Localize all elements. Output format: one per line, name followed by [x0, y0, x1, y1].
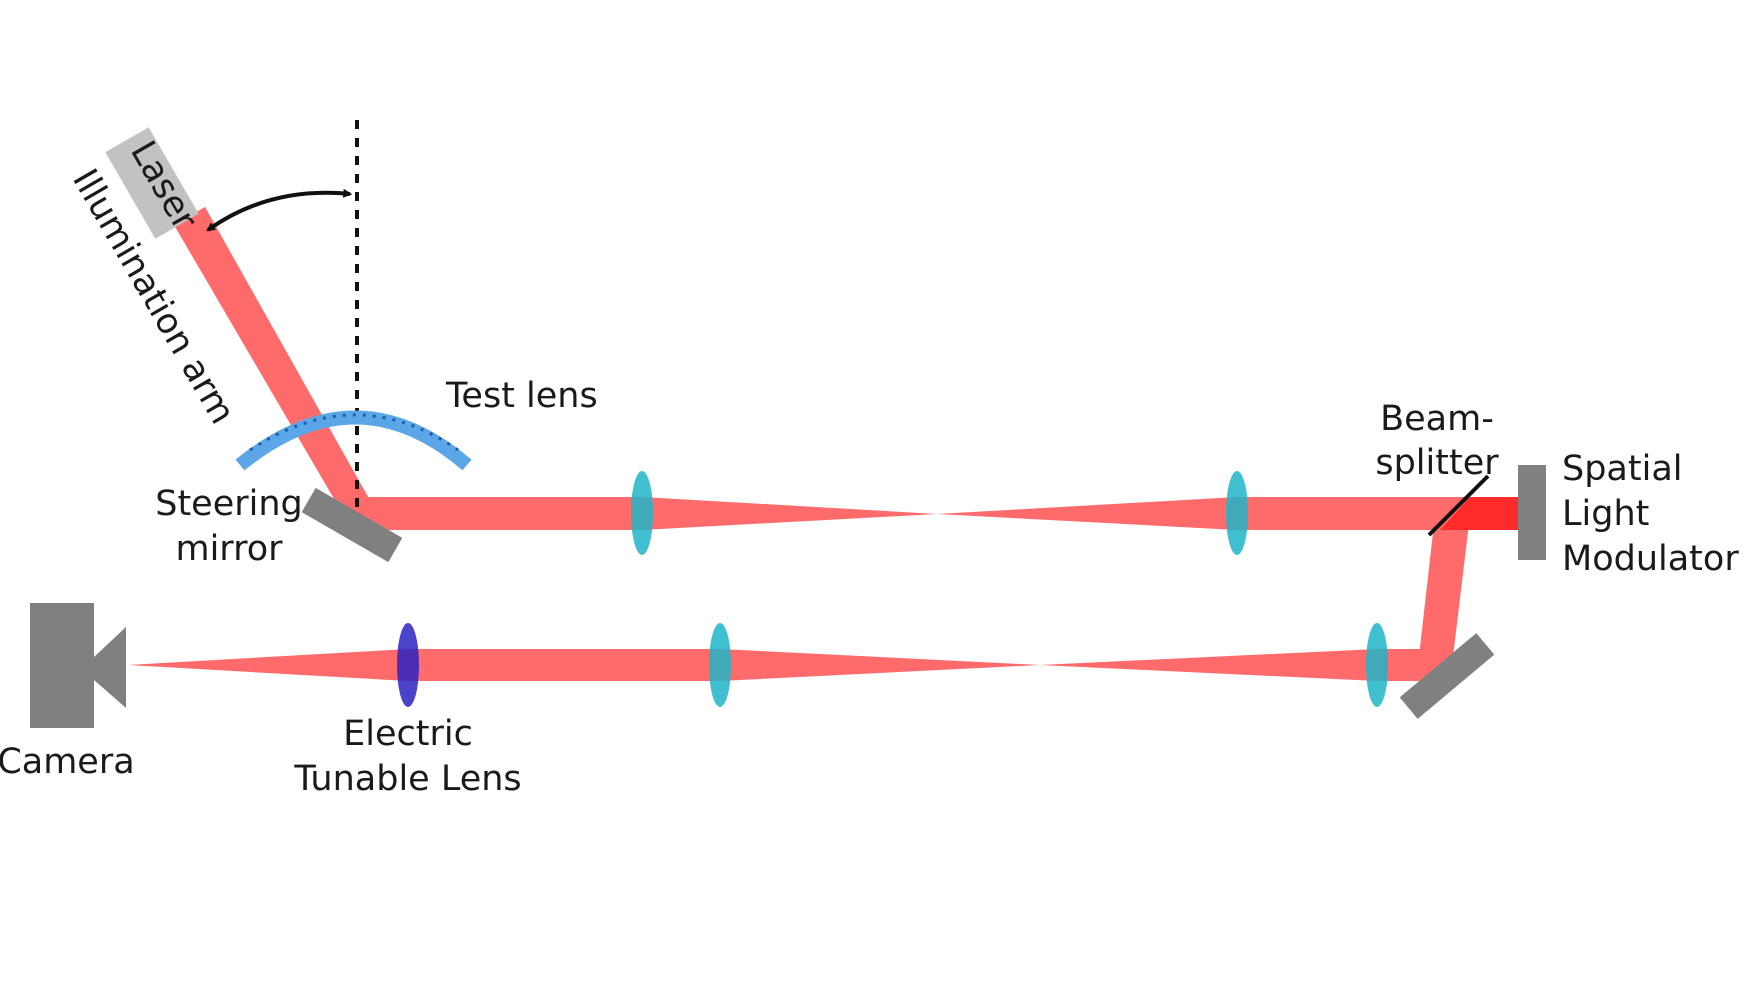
beam-splitter-icon [1427, 474, 1490, 537]
upper-beam-converge [642, 497, 937, 530]
slm-label-line1: Spatial [1562, 449, 1683, 489]
fold-beam [1418, 515, 1470, 665]
steering-mirror-icon [301, 487, 403, 563]
lower-beam-diverge [720, 649, 1040, 681]
beam-splitter-label-line2: splitter [1375, 443, 1499, 483]
fold-mirror-icon [1399, 633, 1495, 719]
electric-tunable-lens-icon [397, 623, 419, 707]
relay-lens-icon [709, 623, 731, 707]
slm-label-line2: Light [1562, 494, 1649, 534]
relay-lens-icon [631, 471, 653, 555]
slm-label-line3: Modulator [1562, 539, 1739, 579]
camera-label: Camera [0, 742, 135, 782]
rotation-arrow-icon [206, 188, 353, 232]
lower-beam-converge [1040, 649, 1377, 681]
laser-source-icon [105, 127, 199, 239]
upper-beam-segment-1 [355, 497, 642, 530]
upper-beam-diverge [937, 497, 1237, 530]
light-path [128, 207, 1518, 681]
lower-beam-segment-2 [408, 649, 720, 681]
test-lens-label: Test lens [445, 376, 598, 416]
beam-splitter-label-line1: Beam- [1380, 399, 1494, 439]
relay-lens-icon [1226, 471, 1248, 555]
relay-lens-icon [1366, 623, 1388, 707]
etl-label-line2: Tunable Lens [293, 759, 521, 799]
steering-mirror-label-line1: Steering [155, 484, 303, 524]
lower-beam-to-camera [128, 649, 408, 681]
etl-label-line1: Electric [343, 714, 473, 754]
spatial-light-modulator-icon [1518, 465, 1546, 560]
camera-icon [30, 603, 126, 728]
beam-overlap-region [1440, 497, 1518, 530]
illumination-beam [174, 207, 380, 533]
test-lens-icon [235, 410, 472, 471]
steering-mirror-label-line2: mirror [175, 529, 283, 569]
